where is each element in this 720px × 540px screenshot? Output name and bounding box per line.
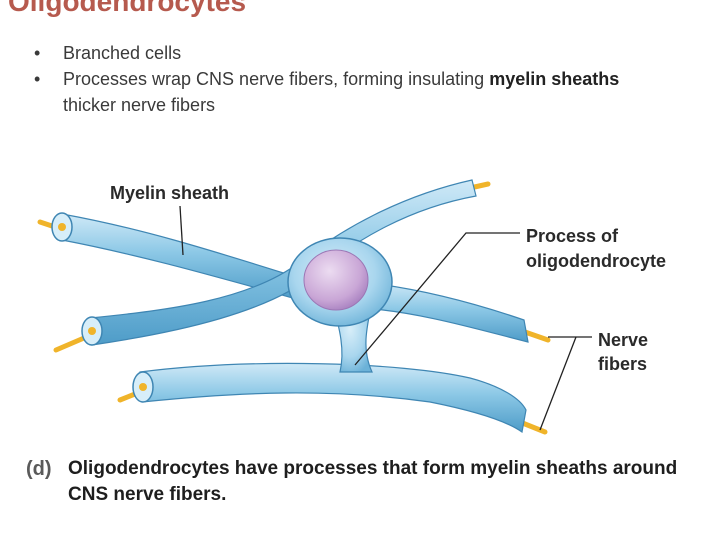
leader-lines — [179, 205, 592, 431]
bullet-bold-term: myelin sheaths — [489, 69, 620, 89]
myelin-sheath-4 — [139, 362, 527, 434]
myelin-sheath-3 — [359, 281, 529, 343]
axon-cross-section-2 — [88, 327, 96, 335]
label-nerve-line1: Nerve — [598, 330, 649, 350]
label-process-line2: oligodendrocyte — [526, 251, 667, 271]
label-process-line1: Process of — [526, 226, 619, 246]
myelin-sheath-2 — [89, 179, 477, 346]
slide-title: Oligodendrocytes — [8, 0, 247, 17]
bullet-marker: • — [34, 43, 41, 63]
nerve-fibers-leader-2 — [539, 336, 577, 431]
axon-4 — [522, 329, 551, 343]
bullet-text: Branched cells — [63, 43, 182, 63]
bullet-marker: • — [34, 69, 41, 89]
figure-caption-text: Oligodendrocytes have processes that for… — [68, 458, 678, 505]
axon-cross-section-3 — [139, 383, 147, 391]
label-myelin-sheath: Myelin sheath — [110, 183, 230, 203]
bullet-text-tail: thicker nerve fibers — [63, 95, 216, 115]
sheath-ends — [51, 212, 154, 403]
bullet-item: • Branched cells — [34, 40, 674, 66]
axon-6 — [517, 419, 548, 435]
bullet-item: • Processes wrap CNS nerve fibers, formi… — [34, 66, 674, 118]
bullet-list: • Branched cells • Processes wrap CNS ne… — [34, 40, 674, 118]
nucleus — [303, 249, 369, 311]
figure-caption-tag: (d) — [26, 458, 52, 480]
bullet-text: Processes wrap CNS nerve fibers, forming… — [63, 69, 490, 89]
axon-cross-sections — [58, 223, 147, 391]
process-leader — [354, 232, 520, 366]
label-nerve-line2: fibers — [598, 354, 648, 374]
axon-cross-section-1 — [58, 223, 66, 231]
myelin-sheath-leader — [179, 205, 184, 256]
figure-caption: (d) Oligodendrocytes have processes that… — [26, 456, 706, 508]
